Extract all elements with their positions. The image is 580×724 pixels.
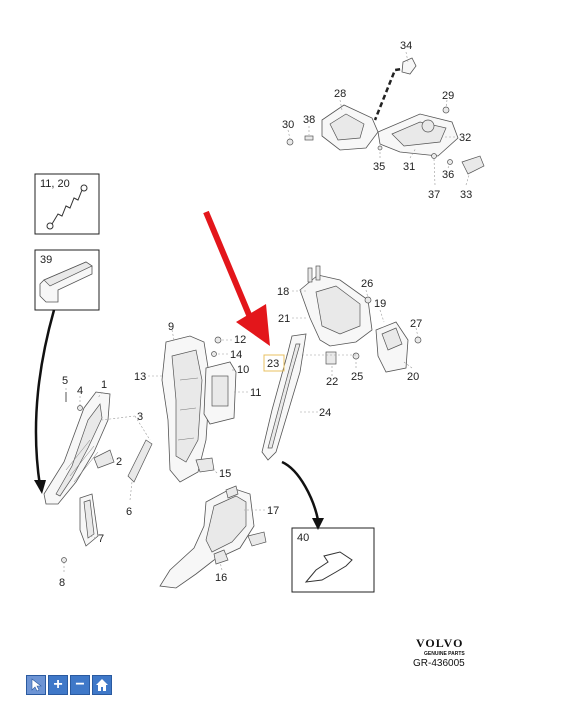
minus-icon: − [75, 676, 85, 693]
label-29: 29 [442, 90, 454, 102]
label-9: 9 [168, 321, 174, 333]
inset-box-40 [291, 527, 375, 593]
label-38: 38 [303, 114, 315, 126]
label-39: 39 [40, 254, 52, 266]
inset-box-11-20 [34, 173, 100, 235]
label-25: 25 [351, 371, 363, 383]
pointer-arrow [203, 210, 270, 346]
label-16: 16 [215, 572, 227, 584]
label-31: 31 [403, 161, 415, 173]
label-32: 32 [459, 132, 471, 144]
plus-icon: + [53, 676, 63, 693]
inset-39-pointer [34, 309, 56, 487]
label-7: 7 [98, 533, 104, 545]
label-28: 28 [334, 88, 346, 100]
label-14: 14 [230, 349, 242, 361]
lower-b-pillar-trim [159, 485, 267, 589]
part-labels: 34 28 29 30 38 32 35 31 36 37 33 11, 20 … [40, 40, 472, 589]
diagram-reference: GR-436005 [413, 658, 465, 669]
zoom-in-button[interactable]: + [48, 675, 68, 695]
label-21: 21 [278, 313, 290, 325]
label-36: 36 [442, 169, 454, 181]
pillar-strip-24 [261, 333, 318, 461]
label-8: 8 [59, 577, 65, 589]
inset-box-39 [34, 249, 100, 311]
label-26: 26 [361, 278, 373, 290]
label-1: 1 [101, 379, 107, 391]
brand-sub: GENUINE PARTS [424, 651, 465, 657]
highlight-box-23 [263, 354, 285, 372]
label-15: 15 [219, 468, 231, 480]
cursor-button[interactable] [26, 675, 46, 695]
label-17: 17 [267, 505, 279, 517]
label-34: 34 [400, 40, 412, 52]
label-13: 13 [134, 371, 146, 383]
label-12: 12 [234, 334, 246, 346]
label-18: 18 [277, 286, 289, 298]
home-icon [96, 679, 108, 691]
roof-handle-assembly [286, 51, 485, 186]
label-5: 5 [62, 375, 68, 387]
brand-name: VOLVO [416, 636, 463, 650]
label-19: 19 [374, 298, 386, 310]
label-2: 2 [116, 456, 122, 468]
inset-40-pointer [281, 460, 320, 521]
label-10: 10 [237, 364, 249, 376]
label-30: 30 [282, 119, 294, 131]
label-20: 20 [407, 371, 419, 383]
label-11-20: 11, 20 [40, 178, 70, 190]
label-6: 6 [126, 506, 132, 518]
brand-block: VOLVO GENUINE PARTS GR-436005 [413, 636, 465, 669]
inset-40-pointer-head [312, 518, 324, 530]
label-3: 3 [137, 411, 143, 423]
b-pillar-trim-assembly [148, 329, 248, 483]
label-23: 23 [267, 358, 279, 370]
label-11: 11 [250, 387, 261, 399]
a-pillar-trim-assembly [43, 388, 153, 572]
label-4: 4 [77, 385, 83, 397]
label-35: 35 [373, 161, 385, 173]
cursor-icon [31, 678, 42, 692]
c-pillar-trim-assembly [286, 265, 422, 376]
home-button[interactable] [92, 675, 112, 695]
label-37: 37 [428, 189, 440, 201]
inset-39-pointer-head [34, 480, 46, 494]
label-33: 33 [460, 189, 472, 201]
label-27: 27 [410, 318, 422, 330]
label-40: 40 [297, 532, 309, 544]
label-22: 22 [326, 376, 338, 388]
label-24: 24 [319, 407, 331, 419]
zoom-out-button[interactable]: − [70, 675, 90, 695]
viewer-toolbar: + − [26, 675, 112, 695]
